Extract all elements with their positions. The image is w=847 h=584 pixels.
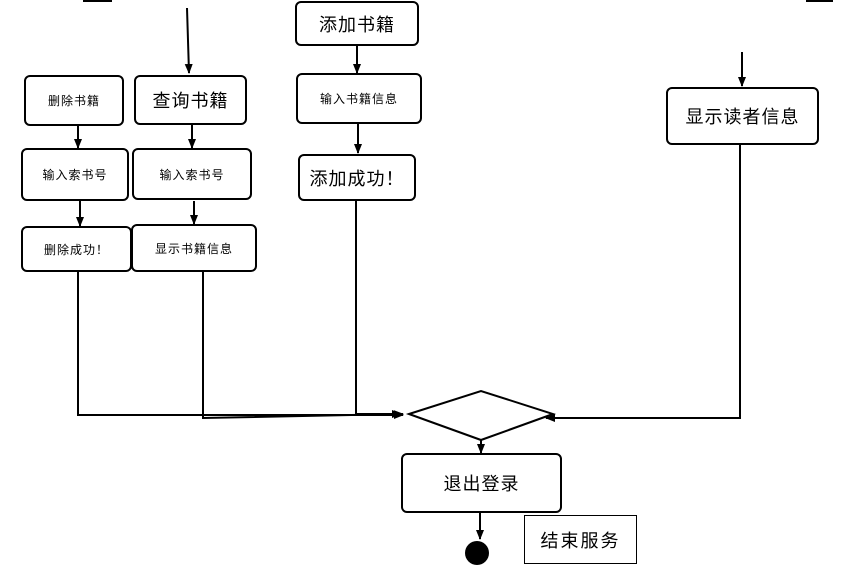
flow-query-to-merge <box>202 272 404 420</box>
node-logout: 退出登录 <box>401 453 562 513</box>
node-query-book: 查询书籍 <box>134 75 247 125</box>
node-delete-book: 删除书籍 <box>24 75 124 126</box>
flow-delete-to-merge <box>77 271 404 419</box>
node-add-book: 添加书籍 <box>295 1 419 46</box>
node-query-input-id: 输入索书号 <box>132 148 252 200</box>
flow-add-to-merge <box>355 201 402 418</box>
flow-reader-to-merge <box>545 145 741 422</box>
node-add-input-info: 输入书籍信息 <box>296 73 422 124</box>
node-add-success: 添加成功！ <box>298 154 416 201</box>
node-show-reader-info: 显示读者信息 <box>666 87 819 145</box>
node-delete-input-id: 输入索书号 <box>21 148 129 201</box>
end-service-label: 结束服务 <box>524 515 637 564</box>
merge-diamond <box>405 389 557 442</box>
arrow-into-query <box>184 7 193 74</box>
final-node <box>465 541 489 565</box>
node-delete-success: 删除成功！ <box>21 226 132 272</box>
node-query-show-info: 显示书籍信息 <box>131 224 257 272</box>
